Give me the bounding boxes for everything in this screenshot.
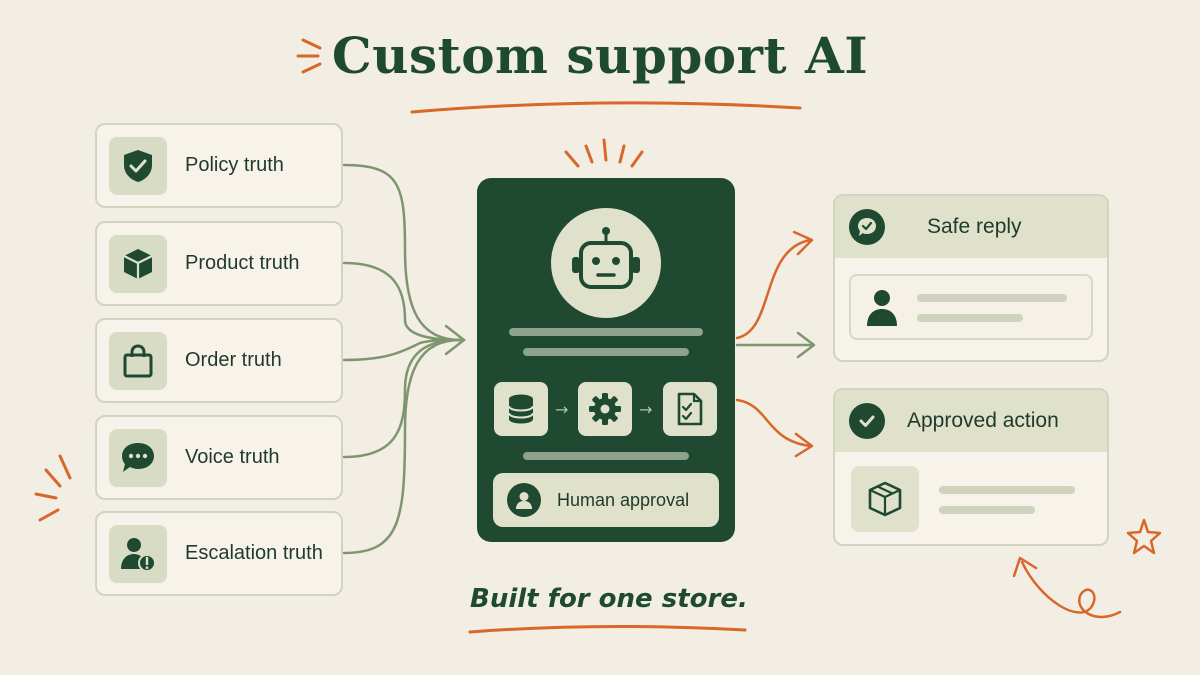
- footer-tagline: Built for one store.: [470, 584, 748, 614]
- gear-icon: [578, 382, 632, 436]
- reply-preview: [849, 274, 1093, 340]
- input-label: Escalation truth: [185, 542, 323, 564]
- shopping-bag-icon: [109, 332, 167, 390]
- output-connectors: [735, 230, 816, 458]
- shield-check-icon: [109, 137, 167, 195]
- text-placeholder-bar: [509, 328, 703, 336]
- input-label: Policy truth: [185, 154, 284, 176]
- core-spark-marks: [564, 138, 644, 168]
- left-spark-marks: [34, 454, 72, 522]
- input-card-escalation: Escalation truth: [95, 511, 343, 596]
- output-label: Approved action: [907, 409, 1059, 432]
- output-card-safe-reply: Safe reply: [833, 194, 1109, 362]
- curly-arrow: [1020, 560, 1122, 619]
- human-approval-pill: Human approval: [493, 473, 719, 527]
- output-card-header: Safe reply: [835, 196, 1107, 258]
- arrow-right-icon: →: [555, 400, 569, 419]
- input-card-voice: Voice truth: [95, 415, 343, 500]
- text-placeholder-bar: [523, 452, 689, 460]
- cube-icon: [109, 235, 167, 293]
- input-label: Voice truth: [185, 446, 280, 468]
- text-placeholder-bar: [523, 348, 689, 356]
- person-alert-icon: [109, 525, 167, 583]
- text-placeholder-bar: [917, 294, 1067, 302]
- database-icon: [494, 382, 548, 436]
- input-label: Product truth: [185, 252, 300, 274]
- input-card-policy: Policy truth: [95, 123, 343, 208]
- text-placeholder-bar: [917, 314, 1023, 322]
- arrow-right-icon: →: [639, 400, 653, 419]
- person-avatar-icon: [865, 288, 899, 332]
- page-title: Custom support AI: [331, 26, 869, 85]
- document-check-icon: [663, 382, 717, 436]
- text-placeholder-bar: [939, 486, 1075, 494]
- human-approval-label: Human approval: [557, 490, 690, 510]
- input-card-order: Order truth: [95, 318, 343, 403]
- input-connectors: [342, 163, 467, 555]
- curly-arrow-head: [1012, 556, 1038, 578]
- output-card-header: Approved action: [835, 390, 1107, 452]
- person-avatar-icon: [507, 483, 541, 517]
- support-ai-core-card: → →: [477, 178, 735, 542]
- robot-icon: [551, 208, 661, 318]
- footer-underline: [468, 624, 747, 634]
- title-underline: [410, 101, 802, 114]
- chat-check-icon: [849, 209, 885, 245]
- title-spark-marks: [296, 38, 322, 74]
- input-card-product: Product truth: [95, 221, 343, 306]
- chat-bubble-icon: [109, 429, 167, 487]
- output-card-approved-action: Approved action: [833, 388, 1109, 546]
- check-circle-icon: [849, 403, 885, 439]
- input-label: Order truth: [185, 349, 282, 371]
- package-icon: [851, 466, 919, 532]
- output-label: Safe reply: [927, 215, 1022, 238]
- star-doodle: [1126, 518, 1162, 555]
- text-placeholder-bar: [939, 506, 1035, 514]
